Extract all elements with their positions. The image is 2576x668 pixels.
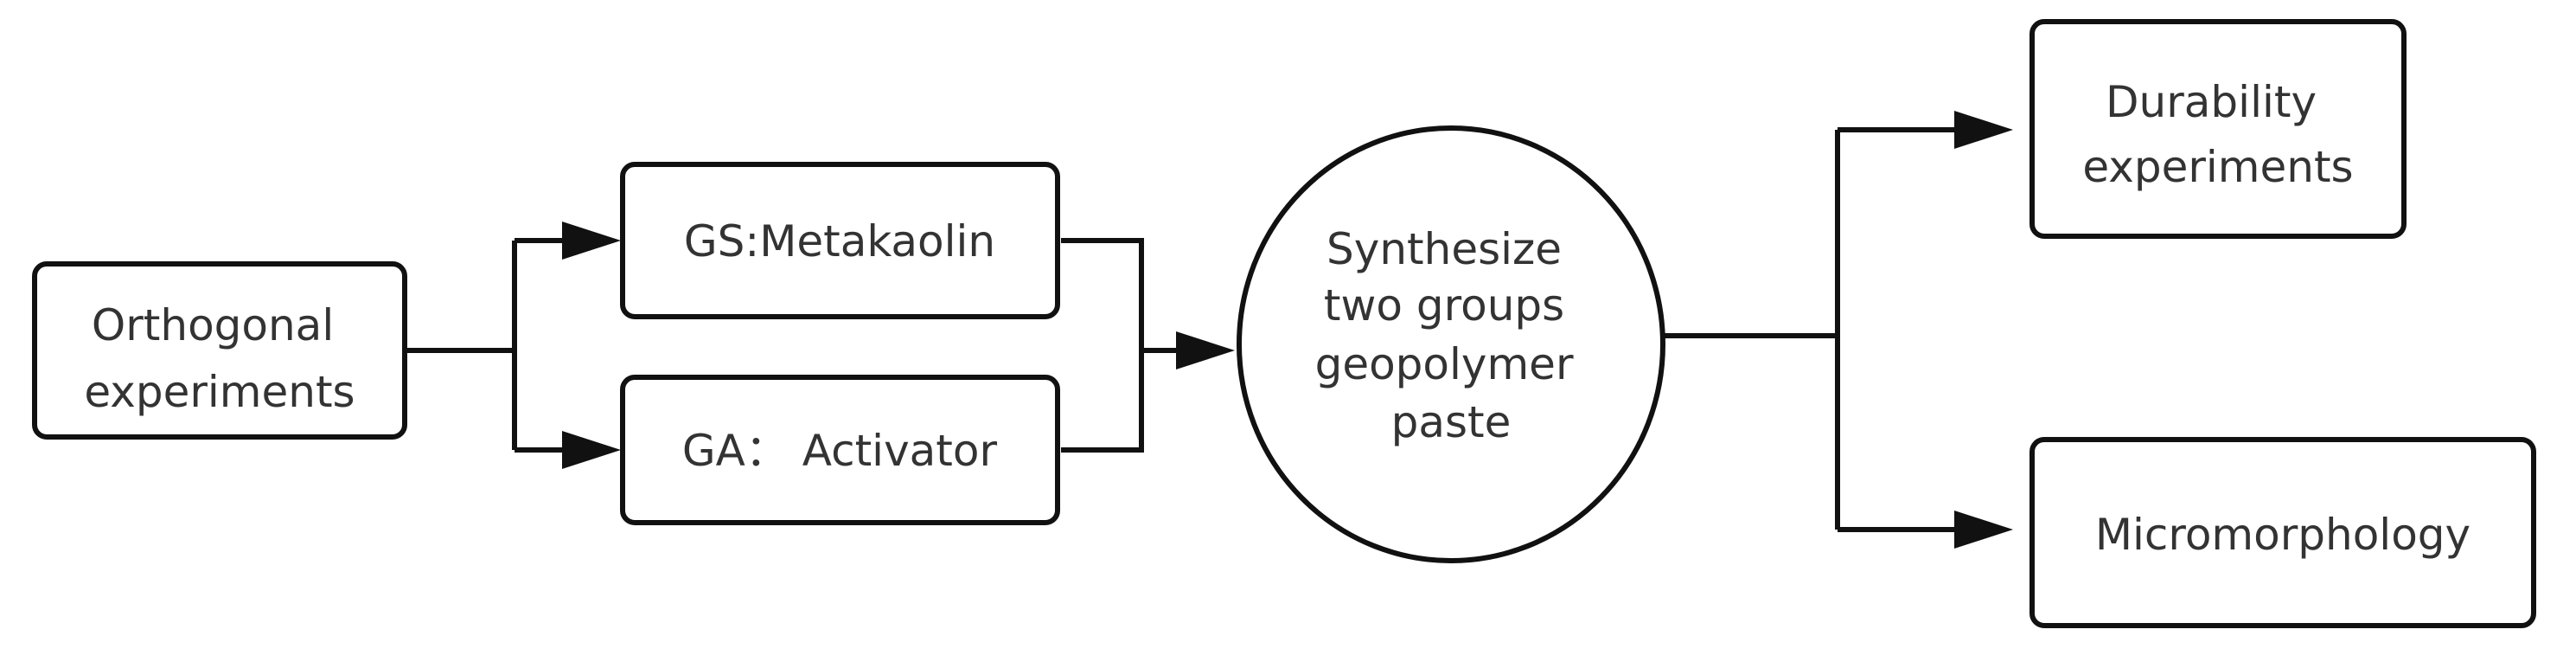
node-durability-label-line-1: Durability xyxy=(2106,77,2317,127)
connector-gs-to-merge xyxy=(1061,238,1144,350)
node-synthesize-label: Synthesize two groups geopolymer paste xyxy=(1315,224,1588,447)
arrow-to-durability-icon xyxy=(1954,111,2013,149)
arrowheads xyxy=(562,111,2013,549)
arrow-to-micro-icon xyxy=(1954,511,2013,549)
node-gs-box xyxy=(620,162,1060,319)
node-synthesize-label-line-2: two groups xyxy=(1324,280,1564,331)
node-ga-box xyxy=(620,375,1060,525)
node-synthesize-ellipse xyxy=(1237,125,1665,563)
node-orthogonal-box xyxy=(32,261,407,440)
node-durability-label-line-2: experiments xyxy=(2082,142,2353,192)
connectors xyxy=(406,127,1959,532)
connector-ga-to-merge xyxy=(1061,350,1144,453)
arrow-to-ga-icon xyxy=(562,431,621,469)
node-labels: Orthogonal experiments GS:Metakaolin GA：… xyxy=(84,77,2471,560)
node-micro-box xyxy=(2029,437,2536,628)
node-orthogonal-label-line-2: experiments xyxy=(84,367,355,417)
node-ga-label-line-1: GA： Activator xyxy=(682,426,998,476)
node-durability-label: Durability experiments xyxy=(2082,77,2353,192)
arrow-to-gs-icon xyxy=(562,222,621,260)
arrow-to-synthesize-icon xyxy=(1176,331,1235,369)
node-gs-label: GS:Metakaolin xyxy=(684,216,995,267)
node-gs-label-line-1: GS:Metakaolin xyxy=(684,216,995,267)
node-durability-box xyxy=(2029,19,2407,239)
node-orthogonal-label-line-1: Orthogonal xyxy=(92,300,334,350)
node-micro-label-line-1: Micromorphology xyxy=(2095,510,2471,560)
node-synthesize-label-line-4: paste xyxy=(1391,397,1512,447)
node-synthesize-label-line-1: Synthesize xyxy=(1326,224,1562,274)
node-shapes xyxy=(32,19,2536,628)
node-ga-label: GA： Activator xyxy=(682,426,998,476)
node-micro-label: Micromorphology xyxy=(2095,510,2471,560)
node-synthesize-label-line-3: geopolymer xyxy=(1315,339,1574,389)
node-orthogonal-label: Orthogonal experiments xyxy=(84,300,355,417)
